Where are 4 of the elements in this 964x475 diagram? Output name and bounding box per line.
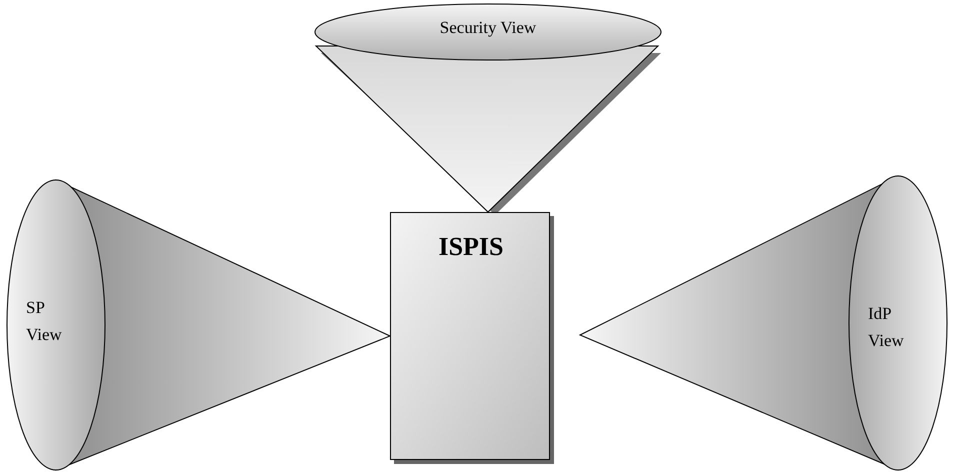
view-label: Security View bbox=[438, 17, 538, 39]
view-label: SP View bbox=[26, 297, 63, 346]
box-title: ISPIS bbox=[437, 231, 505, 263]
view-label: IdP View bbox=[868, 303, 905, 352]
